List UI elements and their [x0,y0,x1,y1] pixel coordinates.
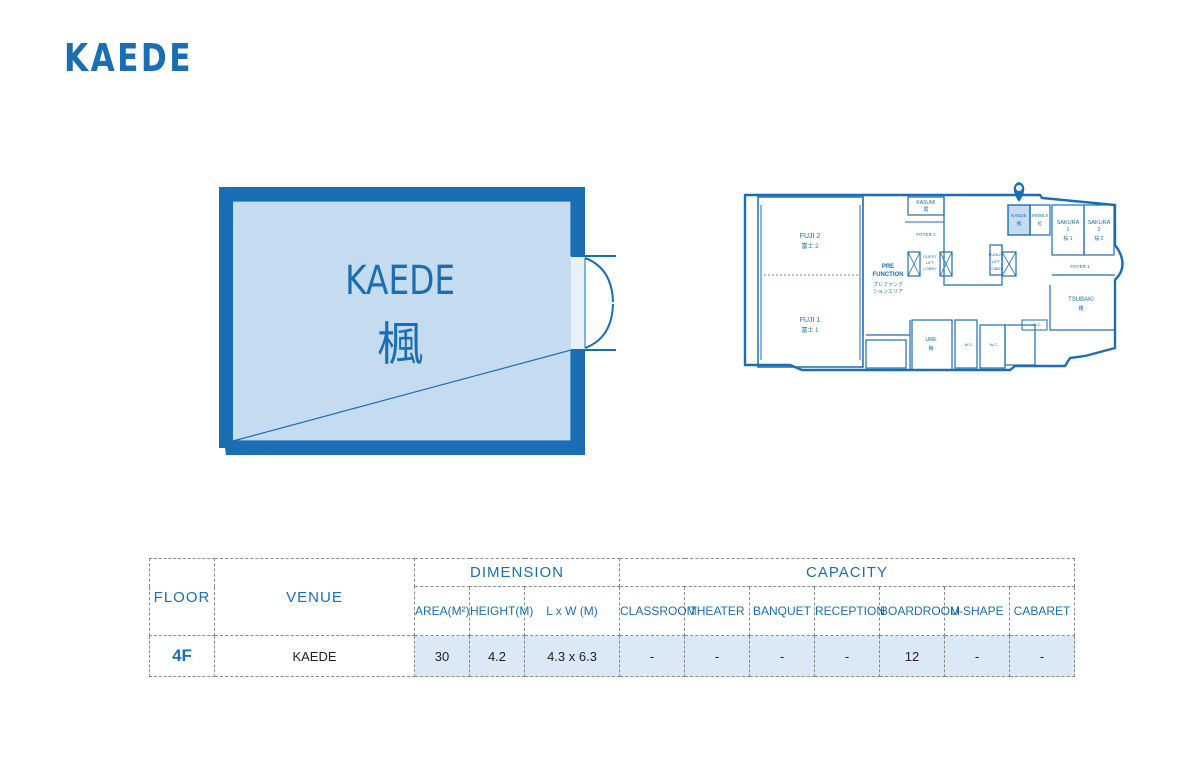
cell-height: 4.2 [469,635,525,677]
cell-boardroom: 12 [879,635,945,677]
map-label-wc-2: W.C. [990,342,999,347]
map-label-prefunction-2: FUNCTION [873,272,904,278]
header-height: HEIGHT(M) [469,586,533,636]
cell-banquet: - [749,635,815,677]
cell-area: 30 [414,635,470,677]
map-label-foyer1: FOYER 1 [1070,264,1090,269]
cell-lxw: 4.3 x 6.3 [524,635,620,677]
map-label-fuji2: FUJI 2 [800,233,821,240]
venue-spec-table: FLOOR VENUE DIMENSION CAPACITY AREA(M²) … [149,558,1075,677]
cell-venue: KAEDE [214,635,415,677]
map-label-sakura2-num: 2 [1098,227,1101,233]
map-label-prefunction: PRE [882,264,894,270]
header-boardroom: BOARDROOM [879,586,960,636]
header-dimension: DIMENSION [414,558,620,587]
map-label-sakura1-jp: 桜 1 [1063,235,1072,242]
map-label-momiji-jp: 紅 [1038,220,1043,227]
cell-ushape: - [944,635,1010,677]
map-label-sakura2: SAKURA [1088,220,1111,226]
map-label-tsubaki-jp: 椿 [1078,305,1083,312]
map-label-kasumi-jp: 霞 [923,207,928,213]
map-label-guest-lift-2: LIFT [926,260,935,265]
room-label: KAEDE 楓 [232,258,568,374]
page-title: KAEDE [64,36,194,80]
map-label-kasumi: KASUMI [916,200,935,206]
map-label-guest-lift-3: LOBBY [923,266,937,271]
map-label-prefunction-jp: プレファンク [873,282,903,288]
map-label-wc-1: W.C. [965,342,974,347]
header-floor: FLOOR [149,558,215,636]
cell-cabaret: - [1009,635,1075,677]
map-label-fuji1: FUJI 1 [800,317,821,324]
map-label-fuji2-jp: 富士 2 [801,242,819,250]
header-area: AREA(M²) [414,586,470,636]
table-row: 4F KAEDE 30 4.2 4.3 x 6.3 - - - - 12 - - [149,635,1075,677]
map-label-public-lift-2: LIFT [992,259,1001,264]
room-name-en: KAEDE [344,258,456,304]
map-label-sakura2-jp: 桜 2 [1094,235,1103,242]
header-ushape: U-SHAPE [944,586,1010,636]
map-label-tsubaki: TSUBAKI [1068,297,1094,303]
header-lxw: L x W (M) [524,586,620,636]
map-label-sakura1: SAKURA [1057,220,1080,226]
header-capacity: CAPACITY [619,558,1075,587]
map-label-ume: UME [925,337,937,343]
floor-map: FUJI 2 富士 2 FUJI 1 富士 1 PRE FUNCTION プレフ… [740,180,1130,380]
header-theater: THEATER [684,586,750,636]
cell-reception: - [814,635,880,677]
map-label-wc-3: W.C. [1033,322,1042,327]
cell-theater: - [684,635,750,677]
location-pin-icon [1013,182,1025,202]
header-reception: RECEPTION [814,586,885,636]
map-label-public-lift: PUBLIC [989,252,1004,257]
map-label-public-lift-3: LOBBY [989,266,1003,271]
map-label-prefunction-jp-2: ションエリア [873,289,903,295]
header-classroom: CLASSROOM [619,586,697,636]
map-label-guest-lift: GUEST [923,254,937,259]
map-label-kaede-jp: 楓 [1017,220,1022,227]
map-label-kaede: KAEDE [1011,213,1026,218]
cell-classroom: - [619,635,685,677]
map-label-fuji1-jp: 富士 1 [801,326,819,334]
header-venue: VENUE [214,558,415,636]
room-name-jp: 楓 [377,317,423,371]
cell-floor: 4F [149,635,215,677]
map-label-foyer2: FOYER 2 [916,232,936,237]
map-label-sakura1-num: 1 [1067,227,1070,233]
map-label-momiji: MOMIJI [1032,213,1048,218]
map-label-ume-jp: 梅 [928,345,933,352]
header-banquet: BANQUET [749,586,815,636]
room-plan [210,180,640,470]
header-cabaret: CABARET [1009,586,1075,636]
